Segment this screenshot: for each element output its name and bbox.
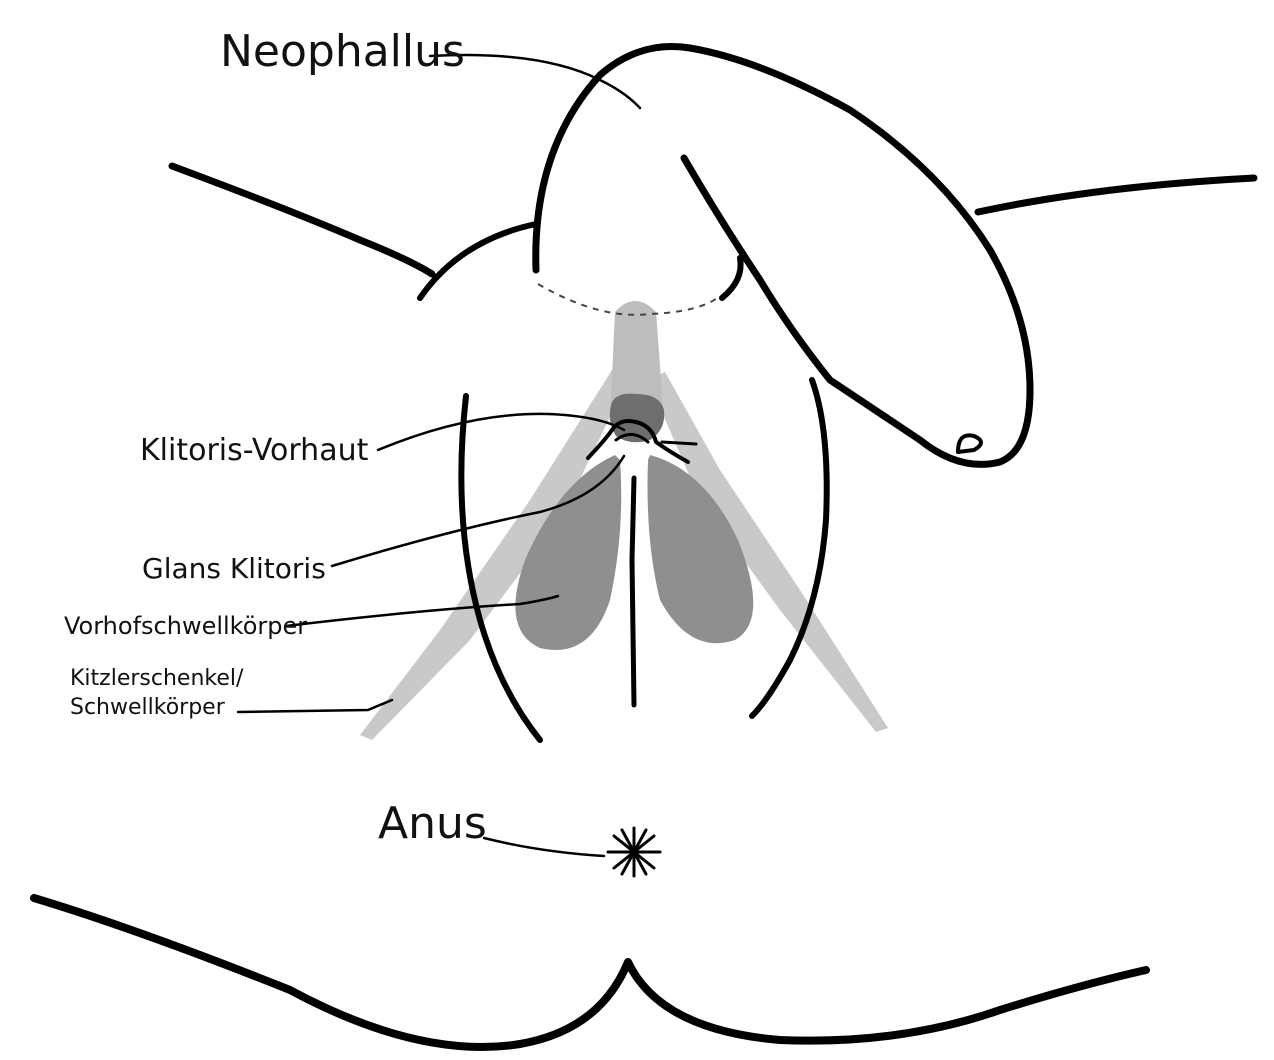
leader-kitzlerschenkel [238, 700, 392, 712]
thigh-left-contour [172, 166, 432, 274]
label-vorhofschwellkoerper: Vorhofschwellkörper [64, 612, 307, 640]
label-kitzlerschenkel-line1: Kitzlerschenkel/ [70, 666, 244, 691]
thigh-right-contour [978, 178, 1254, 212]
label-kitzlerschenkel-line2: Schwellkörper [70, 695, 226, 720]
label-glans-klitoris: Glans Klitoris [142, 552, 326, 585]
label-anus: Anus [378, 798, 487, 849]
neophallus-tip-curl [958, 435, 981, 452]
buttocks-contour [34, 898, 1146, 1047]
hood-tick [662, 442, 696, 444]
leader-anus [484, 838, 604, 856]
anus-mark [608, 828, 660, 876]
neophallus-inner-fold [722, 258, 741, 298]
label-neophallus: Neophallus [220, 26, 465, 77]
label-klitoris-vorhaut: Klitoris-Vorhaut [140, 433, 369, 468]
thigh-left-inner [420, 224, 536, 298]
vestibule-center-line [632, 478, 634, 705]
